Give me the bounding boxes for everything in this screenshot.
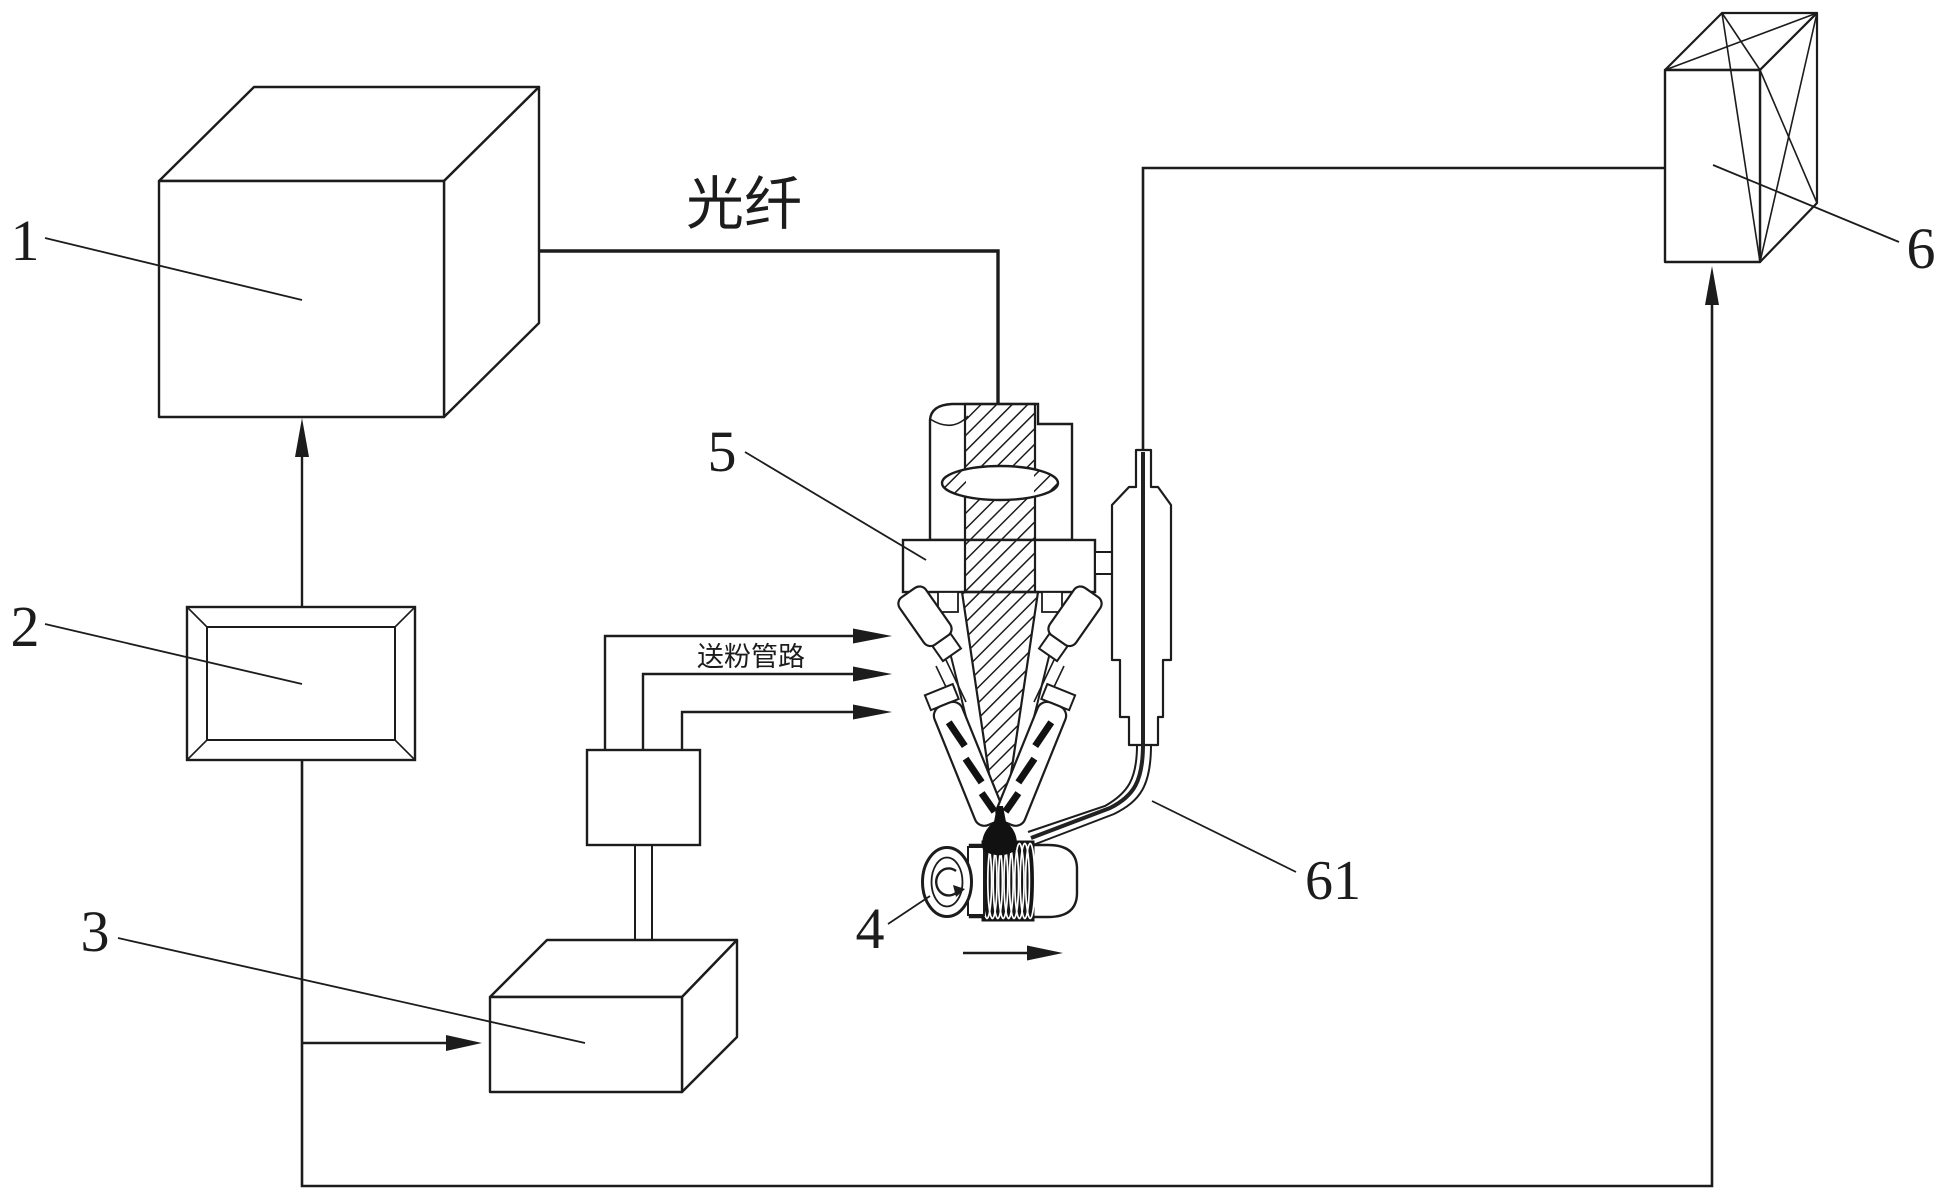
rotation-arc-icon xyxy=(935,867,959,897)
leader-2 xyxy=(44,623,303,685)
laser-source-box xyxy=(157,85,541,419)
text-annotations: 光纤 送粉管路 xyxy=(686,170,805,673)
rotation-arrowhead xyxy=(953,885,965,897)
melt-pool xyxy=(982,806,1017,856)
box6-front-face xyxy=(1663,68,1762,264)
powder-feed-pipes xyxy=(603,634,856,750)
powder-pipe-2 xyxy=(641,672,856,750)
arrow-into-box3 xyxy=(446,1035,482,1051)
fiber-line xyxy=(489,249,1000,408)
powder-pipe-annotation: 送粉管路 xyxy=(697,642,805,673)
feed-tube-inner xyxy=(1032,744,1152,846)
motion-platform-box xyxy=(488,938,739,1094)
leader-5 xyxy=(744,451,927,561)
label-6: 6 xyxy=(1907,216,1936,281)
arrow-up-into-box6 xyxy=(1705,266,1719,305)
controller-display xyxy=(185,605,417,762)
monitor-box xyxy=(1663,11,1819,264)
cladding-head xyxy=(897,402,1103,830)
arrow-up-into-laser xyxy=(295,418,309,457)
feed-wire-core xyxy=(1030,452,1145,840)
focus-lens xyxy=(940,464,1060,502)
leader-3 xyxy=(117,937,586,1044)
nozzle-tip-right xyxy=(995,682,1077,827)
powder-splitter xyxy=(585,748,702,940)
label-1: 1 xyxy=(11,208,40,273)
leader-1 xyxy=(44,237,303,301)
label-2: 2 xyxy=(11,594,40,659)
box3-front-face xyxy=(488,995,684,1094)
label-3: 3 xyxy=(81,899,110,964)
powder-injector-upper-right xyxy=(1037,585,1103,663)
leader-4 xyxy=(887,895,931,925)
signal-lines xyxy=(300,166,1714,1188)
powder-pipe-3 xyxy=(680,710,856,750)
splitter-box xyxy=(585,748,702,847)
wire-feeder-unit xyxy=(1027,448,1173,846)
leader-61 xyxy=(1151,800,1297,873)
reference-numerals: 1 2 3 4 5 6 61 xyxy=(11,208,1936,964)
fiber-annotation: 光纤 xyxy=(686,170,802,238)
powder-injector-upper-left xyxy=(897,585,963,663)
label-4: 4 xyxy=(856,896,885,961)
powder-pipe-1 xyxy=(603,634,856,750)
feeder-to-box6-line xyxy=(1141,166,1665,450)
flange-tab-right xyxy=(1041,591,1063,613)
label-5: 5 xyxy=(708,419,737,484)
bottom-bus-line xyxy=(300,300,1714,1188)
box6-brace-lines xyxy=(1664,12,1818,263)
feed-tube-outer xyxy=(1027,744,1138,833)
workpiece-end-cap xyxy=(921,846,973,918)
label-61: 61 xyxy=(1305,850,1361,912)
head-side-connector xyxy=(1094,551,1114,575)
workpiece xyxy=(921,806,1079,961)
arrowheads xyxy=(295,266,1719,1051)
flange-tab-left xyxy=(937,591,959,613)
travel-arrow xyxy=(963,945,1063,961)
leader-6 xyxy=(1712,164,1900,243)
workpiece-end-rim xyxy=(930,856,964,908)
leader-lines xyxy=(44,164,1900,1044)
powder-pipe-arrowheads xyxy=(853,628,892,720)
